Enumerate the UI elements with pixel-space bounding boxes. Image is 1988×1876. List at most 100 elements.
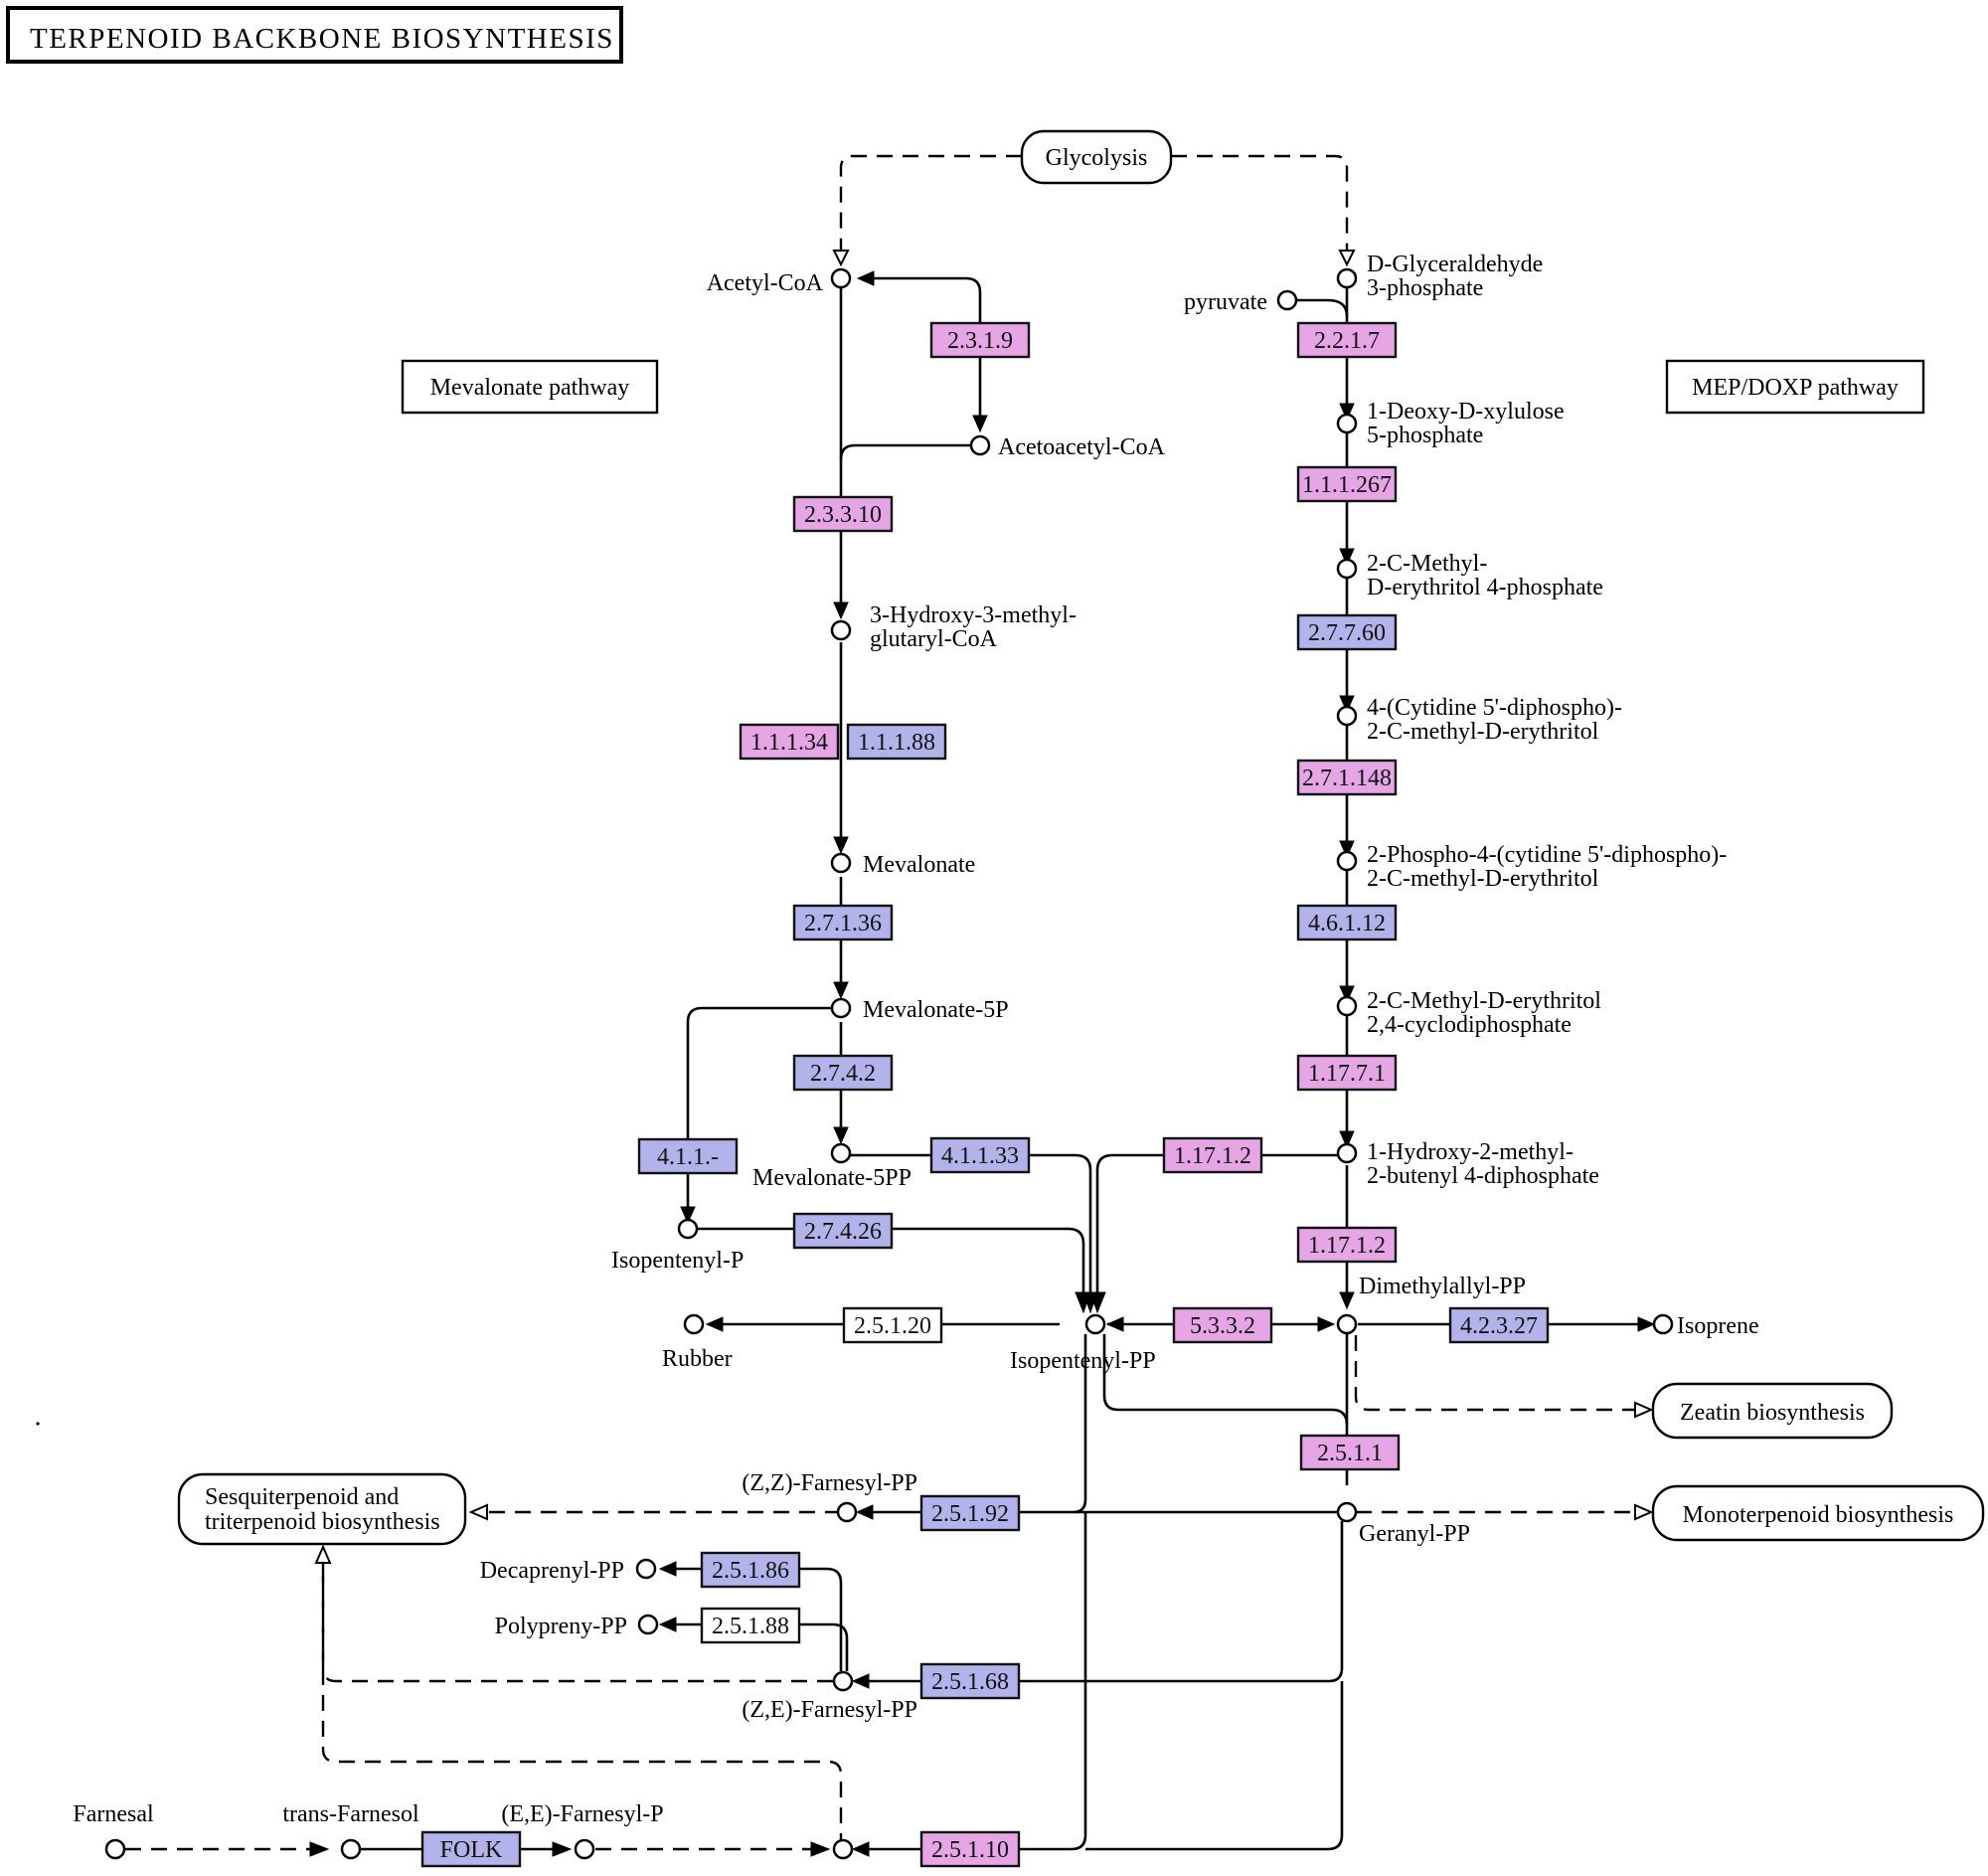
cdp-me-node[interactable] xyxy=(1336,705,1358,727)
ze-farnesyl-pp-node[interactable] xyxy=(832,1670,854,1692)
arrowhead xyxy=(851,1841,870,1857)
enzyme-2.7.4.26[interactable]: 2.7.4.26 xyxy=(792,1212,894,1250)
enzyme-1.17.1.2-upper[interactable]: 1.17.1.2 xyxy=(1162,1136,1263,1174)
mep-node[interactable] xyxy=(1336,558,1358,580)
mevalonate-5pp-node[interactable] xyxy=(830,1142,852,1164)
farnesal-node[interactable] xyxy=(104,1838,126,1860)
enzyme-2.2.1.7[interactable]: 2.2.1.7 xyxy=(1296,321,1398,359)
arrowhead xyxy=(833,981,849,1000)
arrowhead xyxy=(680,1206,696,1225)
sesquiterpenoid-map[interactable]: Sesquiterpenoid and triterpenoid biosynt… xyxy=(177,1472,467,1546)
glycolysis-map[interactable]: Glycolysis xyxy=(1020,129,1173,185)
enzyme-2.5.1.10[interactable]: 2.5.1.10 xyxy=(919,1830,1021,1868)
svg-text:2.7.4.2: 2.7.4.2 xyxy=(810,1061,876,1087)
svg-text:2.3.3.10: 2.3.3.10 xyxy=(804,502,882,528)
enzyme-folk[interactable]: FOLK xyxy=(420,1830,522,1868)
arrowhead xyxy=(658,1617,677,1632)
arrow-open-acetylcoa xyxy=(832,250,850,267)
pyruvate-node[interactable] xyxy=(1276,289,1298,311)
mecpp-node[interactable] xyxy=(1336,995,1358,1017)
enzyme-2.5.1.20[interactable]: 2.5.1.20 xyxy=(842,1306,943,1344)
enzyme-1.1.1.34[interactable]: 1.1.1.34 xyxy=(739,723,840,761)
mep-label-line1: 2-C-Methyl- xyxy=(1367,551,1487,577)
line-pyruvate-join xyxy=(1296,298,1349,317)
dxp-label-line1: 1-Deoxy-D-xylulose xyxy=(1367,399,1565,425)
svg-text:2.7.4.26: 2.7.4.26 xyxy=(804,1219,882,1245)
monoterpenoid-map[interactable]: Monoterpenoid biosynthesis xyxy=(1651,1484,1985,1542)
enzyme-2.5.1.86[interactable]: 2.5.1.86 xyxy=(700,1551,801,1589)
ze-farnesyl-pp-label: (Z,E)-Farnesyl-PP xyxy=(742,1697,917,1723)
line-ip-ipp xyxy=(698,1227,1085,1292)
sesquiterpenoid-label-line1: Sesquiterpenoid and xyxy=(205,1484,399,1510)
enzyme-2.3.3.10[interactable]: 2.3.3.10 xyxy=(792,495,894,533)
mevalonate-5p-node[interactable] xyxy=(830,997,852,1019)
enzyme-1.1.1.267[interactable]: 1.1.1.267 xyxy=(1296,465,1398,503)
polypreny-pp-label: Polypreny-PP xyxy=(495,1614,627,1639)
polypreny-pp-node[interactable] xyxy=(637,1614,659,1635)
enzyme-2.7.7.60[interactable]: 2.7.7.60 xyxy=(1296,613,1398,651)
zz-farnesyl-pp-label: (Z,Z)-Farnesyl-PP xyxy=(742,1470,917,1496)
svg-text:2.2.1.7: 2.2.1.7 xyxy=(1314,328,1380,354)
isopentenyl-pp-node[interactable] xyxy=(1084,1313,1106,1335)
line-ipp-zzfpp-join xyxy=(1073,1334,1087,1514)
ee-farnesyl-p-node[interactable] xyxy=(574,1838,595,1860)
zz-farnesyl-pp-node[interactable] xyxy=(836,1501,858,1523)
enzyme-2.3.1.9[interactable]: 2.3.1.9 xyxy=(929,321,1031,359)
svg-text:2.7.7.60: 2.7.7.60 xyxy=(1308,620,1386,646)
acetoacetyl-coa-node[interactable] xyxy=(969,434,991,456)
zeatin-map[interactable]: Zeatin biosynthesis xyxy=(1651,1382,1894,1440)
enzyme-2.5.1.68[interactable]: 2.5.1.68 xyxy=(919,1662,1021,1700)
zeatin-label: Zeatin biosynthesis xyxy=(1680,1400,1865,1426)
mep-pathway-box[interactable]: MEP/DOXP pathway xyxy=(1665,359,1925,415)
enzyme-4.6.1.12[interactable]: 4.6.1.12 xyxy=(1296,904,1398,941)
geranyl-pp-node[interactable] xyxy=(1336,1501,1358,1523)
enzyme-5.3.3.2[interactable]: 5.3.3.2 xyxy=(1172,1306,1273,1344)
line-acetoacetyl-merge xyxy=(839,443,974,460)
sesquiterpenoid-label-line2: triterpenoid biosynthesis xyxy=(205,1509,440,1535)
acetyl-coa-node[interactable] xyxy=(830,267,852,289)
enzyme-2.5.1.92[interactable]: 2.5.1.92 xyxy=(919,1494,1021,1532)
enzyme-2.7.1.148[interactable]: 2.7.1.148 xyxy=(1296,759,1398,796)
enzyme-4.1.1.33[interactable]: 4.1.1.33 xyxy=(929,1136,1031,1174)
enzyme-1.17.1.2-lower[interactable]: 1.17.1.2 xyxy=(1296,1226,1398,1264)
hmbpp-node[interactable] xyxy=(1336,1142,1358,1164)
mevalonate-node[interactable] xyxy=(830,852,852,874)
trans-farnesol-node[interactable] xyxy=(340,1838,362,1860)
cdp-mep-node[interactable] xyxy=(1336,850,1358,872)
enzyme-4.2.3.27[interactable]: 4.2.3.27 xyxy=(1448,1306,1550,1344)
arrowhead xyxy=(1339,1130,1355,1149)
arrowhead xyxy=(833,601,849,620)
dmapp-node[interactable] xyxy=(1336,1313,1358,1335)
isoprene-node[interactable] xyxy=(1652,1313,1674,1335)
acetoacetyl-coa-label: Acetoacetyl-CoA xyxy=(998,434,1166,460)
svg-text:2.5.1.68: 2.5.1.68 xyxy=(931,1669,1009,1695)
svg-text:1.17.1.2: 1.17.1.2 xyxy=(1308,1233,1386,1259)
isopentenyl-p-node[interactable] xyxy=(677,1218,699,1240)
line-mev5p-ipp-branch xyxy=(686,1006,831,1207)
rubber-node[interactable] xyxy=(683,1313,705,1335)
pyruvate-label: pyruvate xyxy=(1184,289,1267,315)
enzyme-2.7.4.2[interactable]: 2.7.4.2 xyxy=(792,1054,894,1092)
line-ipp-efpp xyxy=(863,1512,1087,1851)
ee-farnesyl-pp-node[interactable] xyxy=(832,1838,854,1860)
enzyme-2.7.1.36[interactable]: 2.7.1.36 xyxy=(792,904,894,941)
arrowhead xyxy=(1339,985,1355,1004)
arrowhead xyxy=(833,1126,849,1145)
enzyme-2.5.1.88[interactable]: 2.5.1.88 xyxy=(700,1607,801,1644)
arrowhead xyxy=(1339,1291,1355,1310)
g3p-node[interactable] xyxy=(1336,267,1358,289)
line-acetoacetyl-loop xyxy=(861,276,982,416)
decaprenyl-pp-node[interactable] xyxy=(635,1558,657,1580)
hmg-coa-node[interactable] xyxy=(830,619,852,641)
arrowhead xyxy=(1339,548,1355,567)
arrowhead xyxy=(1089,1291,1106,1314)
dxp-node[interactable] xyxy=(1336,413,1358,434)
enzyme-2.5.1.1[interactable]: 2.5.1.1 xyxy=(1299,1434,1401,1471)
cdp-me-label-line1: 4-(Cytidine 5'-diphospho)- xyxy=(1367,695,1622,721)
enzyme-1.1.1.88[interactable]: 1.1.1.88 xyxy=(846,723,947,761)
enzyme-4.1.1.-[interactable]: 4.1.1.- xyxy=(637,1137,739,1175)
mevalonate-pathway-box[interactable]: Mevalonate pathway xyxy=(401,359,659,415)
enzyme-1.17.7.1[interactable]: 1.17.7.1 xyxy=(1296,1054,1398,1092)
mep-label-line2: D-erythritol 4-phosphate xyxy=(1367,575,1603,600)
